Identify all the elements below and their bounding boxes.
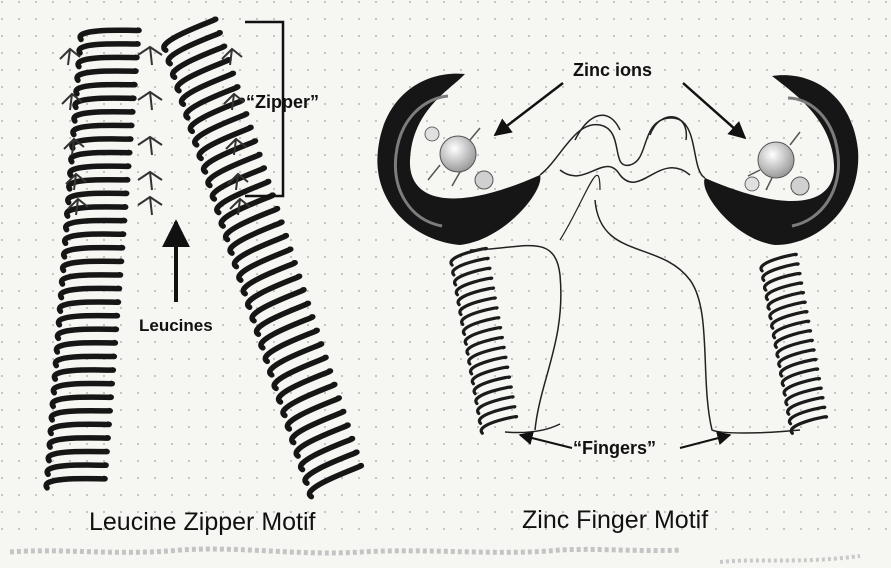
fingers-label: “Fingers”: [573, 438, 656, 459]
coordinating-residue: [425, 127, 439, 141]
faint-background-scribble: [10, 549, 860, 562]
zinc-ions-label: Zinc ions: [573, 60, 652, 81]
coordinating-residue: [791, 177, 809, 195]
leucines-label: Leucines: [137, 316, 215, 336]
leucine-zipper-caption: Leucine Zipper Motif: [89, 508, 316, 537]
zinc-finger-caption: Zinc Finger Motif: [522, 506, 708, 535]
zipper-label: “Zipper”: [246, 92, 319, 113]
zinc-ion-right: [758, 142, 794, 178]
coordinating-residue: [745, 177, 759, 191]
zinc-ion-left: [440, 136, 476, 172]
coordinating-residue: [475, 171, 493, 189]
